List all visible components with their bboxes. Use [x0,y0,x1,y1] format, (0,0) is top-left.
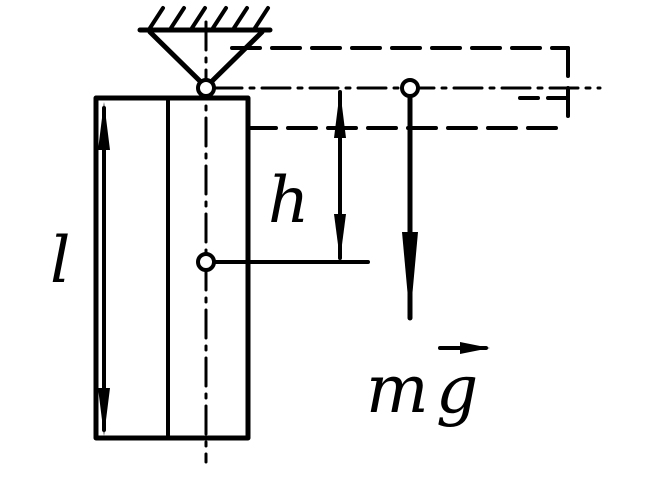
rod-body [93,95,251,441]
height-label: h [268,164,309,238]
height-dimension [212,90,370,264]
gravity-label-g: g [436,351,478,428]
length-dimension [98,102,110,436]
length-label: l [50,224,70,298]
center-of-mass-hanging [196,252,216,272]
center-of-mass-rotated [400,78,420,98]
gravity-arrow [402,93,418,321]
pivot-point [196,78,216,98]
vector-arrow-over-g [438,342,490,354]
gravity-label-m: m [366,351,429,428]
